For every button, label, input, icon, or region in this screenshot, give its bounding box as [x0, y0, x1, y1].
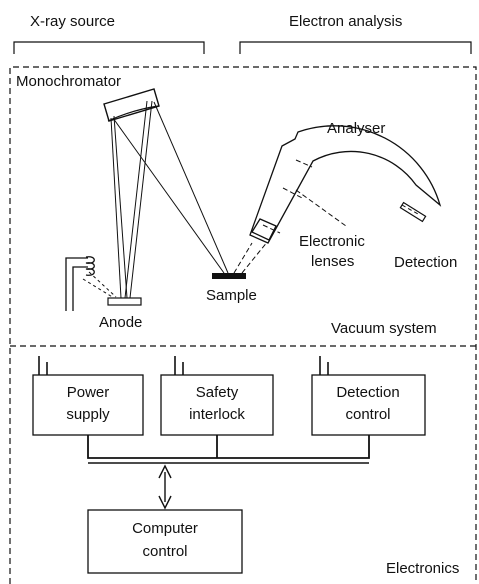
- connector-stubs: [38, 356, 329, 376]
- electron-path-lines: [233, 240, 269, 274]
- safety-interlock-label-1: Safety: [196, 384, 239, 401]
- anode-icon: [107, 297, 142, 306]
- electronics-label: Electronics: [386, 560, 459, 577]
- header-electron-analysis: Electron analysis: [289, 13, 402, 30]
- bracket-xray-source: [13, 41, 205, 54]
- bus-lines: [87, 435, 370, 464]
- detection-control-box: [311, 374, 426, 436]
- vacuum-system-label: Vacuum system: [331, 320, 437, 337]
- sample-icon: [212, 273, 246, 279]
- anode-label: Anode: [99, 314, 142, 331]
- detection-control-label-2: control: [345, 406, 390, 423]
- analyser-label: Analyser: [327, 120, 385, 137]
- electronic-lenses-label-1: Electronic: [299, 233, 365, 250]
- monochromator-label: Monochromator: [16, 73, 121, 90]
- safety-interlock-label-2: interlock: [189, 406, 245, 423]
- vacuum-system-border: [9, 66, 477, 584]
- electronic-lenses-label-2: lenses: [311, 253, 354, 270]
- bidirectional-arrow: [158, 464, 172, 510]
- xray-beam-lines: [110, 100, 229, 299]
- lens-dashes: [262, 159, 313, 234]
- safety-interlock-box: [160, 374, 274, 436]
- header-xray-source: X-ray source: [30, 13, 115, 30]
- computer-control-box: [87, 509, 243, 574]
- computer-control-label-2: control: [142, 543, 187, 560]
- computer-control-label-1: Computer: [132, 520, 198, 537]
- bracket-electron-analysis: [239, 41, 472, 54]
- filament-icon: [65, 256, 117, 311]
- detector-icon: [399, 201, 427, 223]
- monochromator-crystal: [103, 88, 160, 122]
- detection-control-label-1: Detection: [336, 384, 399, 401]
- analyser-icon: [249, 125, 442, 244]
- sample-label: Sample: [206, 287, 257, 304]
- lenses-leader-line: [295, 189, 347, 227]
- detection-leader-line: [401, 204, 419, 215]
- detection-label: Detection: [394, 254, 457, 271]
- power-supply-label-2: supply: [66, 406, 110, 423]
- power-supply-label-1: Power: [67, 384, 110, 401]
